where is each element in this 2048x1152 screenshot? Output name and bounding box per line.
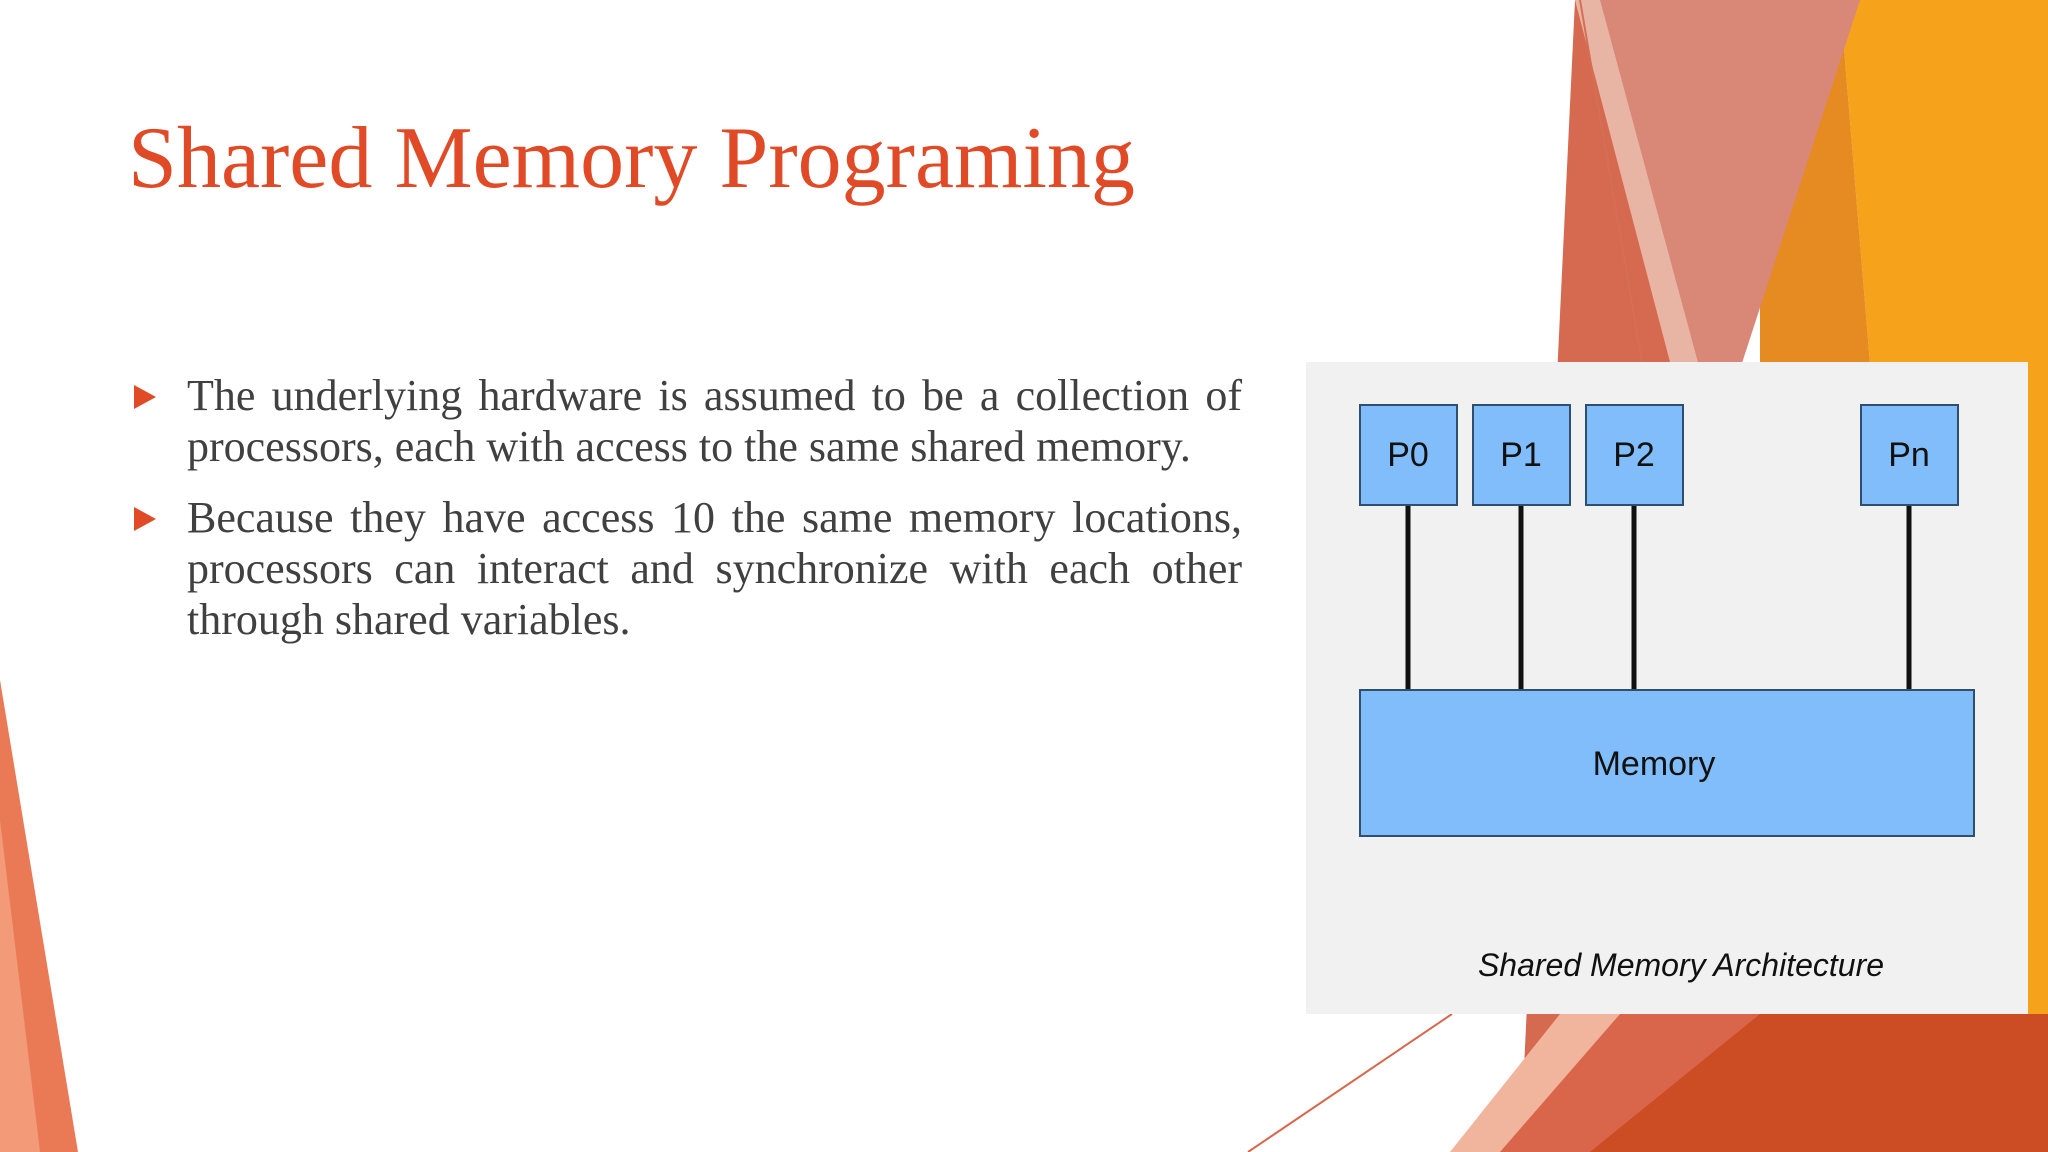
slide-title: Shared Memory Programing xyxy=(128,110,1135,207)
processor-box: Pn xyxy=(1860,404,1959,506)
bullet-item: Because they have access 10 the same mem… xyxy=(130,492,1242,645)
bullet-item: The underlying hardware is assumed to be… xyxy=(130,370,1242,472)
processor-label: P0 xyxy=(1387,436,1429,474)
bullet-text: Because they have access 10 the same mem… xyxy=(187,493,1242,644)
bullet-list: The underlying hardware is assumed to be… xyxy=(130,370,1242,665)
processor-label: P2 xyxy=(1613,436,1655,474)
memory-label: Memory xyxy=(1593,745,1716,783)
memory-block: Memory xyxy=(1359,689,1975,837)
processor-box: P0 xyxy=(1359,404,1458,506)
bullet-arrow-icon xyxy=(134,507,156,531)
diagram-canvas: P0 P1 P2 Pn Memory Shared Memory Archite… xyxy=(1359,404,1975,983)
facet-left-light xyxy=(0,820,40,1152)
thin-line-bottom xyxy=(1247,1013,1453,1152)
diagram-caption: Shared Memory Architecture xyxy=(1478,947,1884,983)
processor-label: Pn xyxy=(1888,436,1930,474)
facet-salmon-top xyxy=(1585,0,1860,400)
facet-coral-bottom xyxy=(1480,1014,1760,1152)
shared-memory-diagram: P0 P1 P2 Pn Memory Shared Memory Archite… xyxy=(1306,362,2028,1014)
bullet-text: The underlying hardware is assumed to be… xyxy=(187,371,1242,471)
processor-box: P1 xyxy=(1472,404,1571,506)
facet-peach-bottom xyxy=(1450,1014,1620,1152)
facet-pale-top xyxy=(1575,0,1700,370)
facet-dark-bottom xyxy=(1500,1014,2048,1152)
thin-line-top xyxy=(1579,0,1643,363)
bullet-arrow-icon xyxy=(134,385,156,409)
processor-box: P2 xyxy=(1585,404,1684,506)
processor-label: P1 xyxy=(1500,436,1542,474)
